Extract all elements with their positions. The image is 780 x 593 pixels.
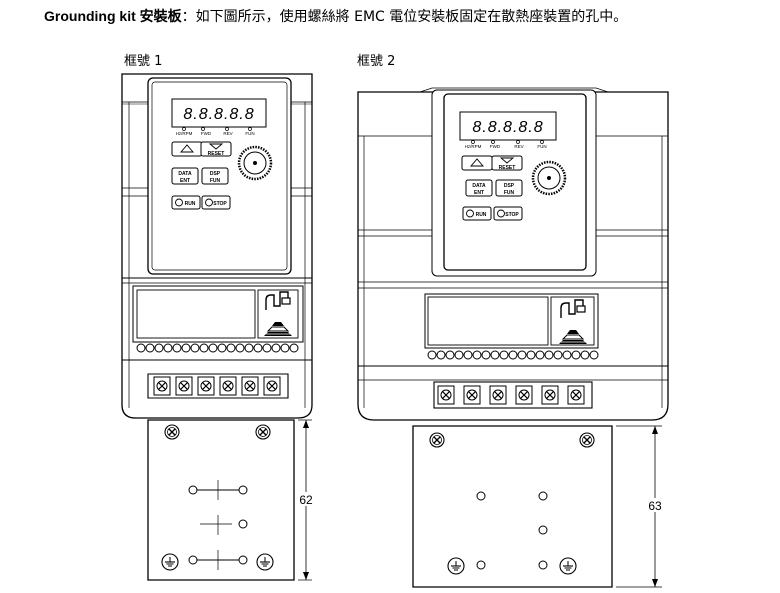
indicator-label: FWD [490,144,501,149]
dsp-label: DSP [210,171,221,177]
up-button [171,141,203,157]
indicator-label: Hz/RPM [176,131,193,136]
up-button [461,155,493,171]
frame1-drive: 8.8.8.8.8 Hz/RPM FWD REV FUN RESET DATA … [121,73,313,419]
frame1-keypad: RESET DATA ENT DSP FUN RUN STOP [171,141,273,210]
frame1-indicators: Hz/RPM FWD REV FUN [176,127,255,136]
ground-icon [447,557,465,575]
indicator-label: FUN [537,144,546,149]
frame1-display-digits: 8.8.8.8.8 [183,106,254,123]
down-arrow-icon [499,157,515,164]
frame2-grounding-plate [412,425,613,588]
indicator-label: REV [223,131,232,136]
indicator-label: FUN [245,131,254,136]
screw-icon [164,424,180,440]
stop-label: STOP [505,212,519,218]
indicator-label: Hz/RPM [465,144,482,149]
down-arrow-icon [208,143,224,150]
frame2-dimension: 63 [616,425,665,588]
data-ent-button [465,179,493,197]
dsp-fun-button [201,167,229,185]
stop-label: STOP [213,201,227,207]
indicator-label: REV [514,144,523,149]
fun-label: FUN [504,190,515,196]
frame1-label: 框號 1 [124,54,163,69]
screw-icon [429,432,445,448]
ent-label: ENT [180,178,190,184]
ground-icon [256,553,274,571]
run-icon [175,198,183,207]
heading-text: ：如下圖所示，使用螺絲將 EMC 電位安裝板固定在散熱座裝置的孔中。 [181,9,628,25]
dimension-label: 62 [299,493,313,507]
run-label: RUN [476,212,487,218]
frame2-drive: 8.8.8.8.8 Hz/RPM FWD REV FUN RESET DATA … [357,87,669,421]
dimension-label: 63 [648,499,662,513]
stop-icon [497,209,505,218]
reset-label: RESET [499,165,516,171]
frame2-display-digits: 8.8.8.8.8 [472,119,543,136]
frame2-indicators: Hz/RPM FWD REV FUN [465,140,547,149]
screw-icon [579,432,595,448]
dsp-label: DSP [504,183,515,189]
run-icon [466,209,474,218]
screw-icon [255,424,271,440]
frame1-grounding-plate [147,419,295,581]
data-label: DATA [178,171,192,177]
ent-label: ENT [474,190,484,196]
up-arrow-icon [180,144,194,153]
indicator-label: FWD [201,131,212,136]
ground-icon [161,553,179,571]
ground-icon [559,557,577,575]
page-heading: Grounding kit 安裝板：如下圖所示，使用螺絲將 EMC 電位安裝板固… [44,6,627,26]
fun-label: FUN [210,178,221,184]
stop-icon [205,198,213,207]
frame2-signal-terminals [427,350,599,360]
run-label: RUN [185,201,196,207]
heading-bold: Grounding kit 安裝板 [44,8,182,24]
frame2-keypad: RESET DATA ENT DSP FUN RUN STOP [461,155,567,221]
frame1-dimension: 62 [296,419,316,581]
dsp-fun-button [495,179,523,197]
data-label: DATA [472,183,486,189]
frame2-label: 框號 2 [357,54,396,69]
reset-label: RESET [208,151,225,157]
up-arrow-icon [470,158,484,167]
data-ent-button [171,167,199,185]
